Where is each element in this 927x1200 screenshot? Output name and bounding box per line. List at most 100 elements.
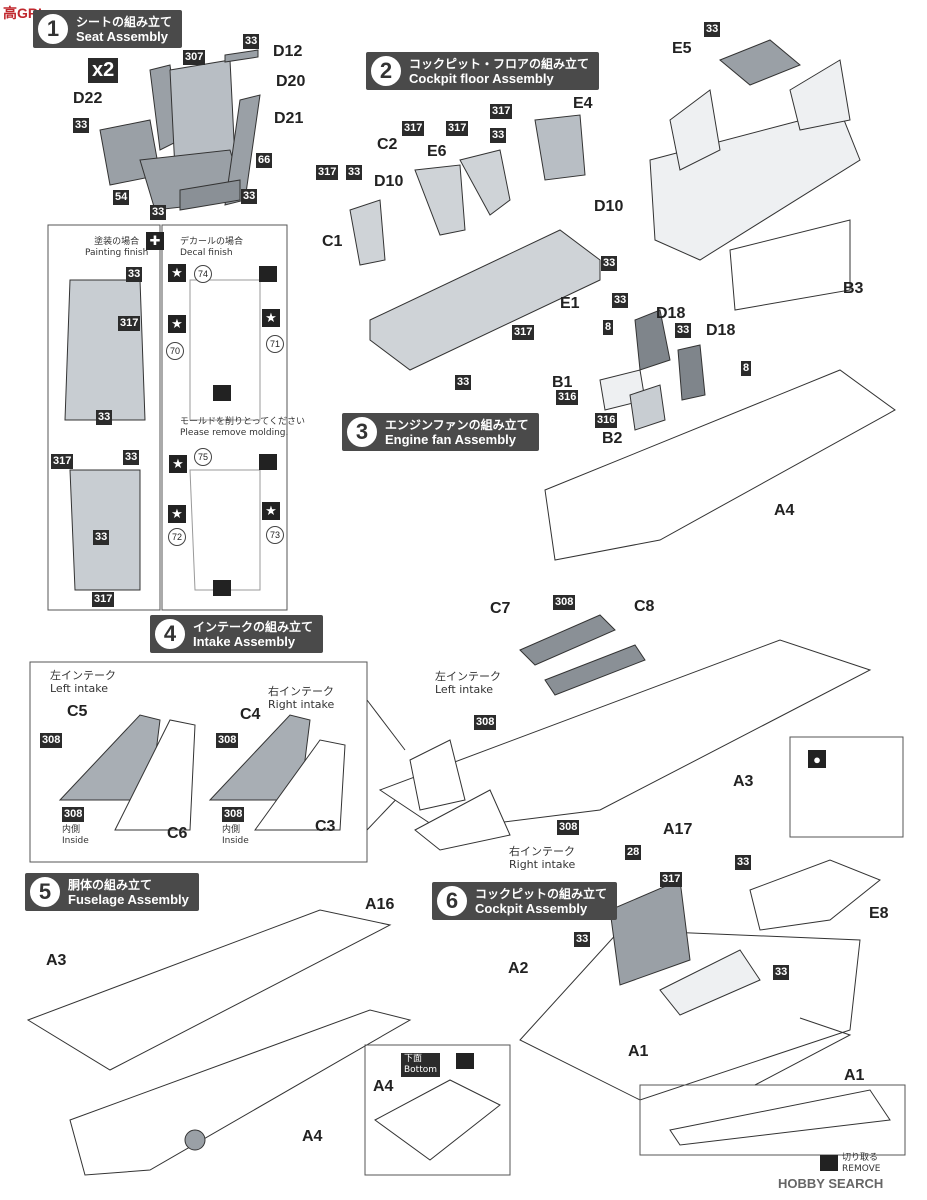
color-tag: 33	[704, 22, 721, 37]
step-title-en: Engine fan Assembly	[385, 431, 516, 447]
part-label-d18: D18	[706, 322, 736, 339]
stripe-decal-icon	[259, 454, 277, 470]
color-tag: 33	[243, 34, 260, 49]
color-tag: 33	[490, 128, 507, 143]
color-tag: 8	[603, 320, 614, 335]
decal-number: 71	[266, 335, 284, 353]
step-number: 2	[369, 54, 403, 88]
color-tag: 308	[40, 733, 63, 748]
detail-reference-icon: ●	[808, 750, 826, 768]
remove-en: REMOVE	[842, 1164, 881, 1174]
paint-legend-en: Painting finish	[85, 248, 149, 258]
remove-note-jp: モールドを削りとってください	[180, 417, 306, 427]
color-tag: 33	[675, 323, 692, 338]
part-label-e8: E8	[869, 905, 889, 922]
part-label-c5: C5	[67, 703, 88, 720]
part-label-c7: C7	[490, 600, 511, 617]
right-intake-en: Right intake	[509, 858, 576, 871]
inside-jp: 内側	[222, 825, 241, 835]
color-tag: 33	[93, 530, 110, 545]
part-label-d10: D10	[594, 198, 624, 215]
remove-icon	[820, 1155, 838, 1171]
bottom-jp: 下面	[404, 1054, 423, 1064]
part-label-a4: A4	[373, 1078, 394, 1095]
color-tag: 317	[490, 104, 513, 119]
star-decal-icon: ★	[262, 309, 280, 327]
seat-multiplier: x2	[88, 58, 119, 83]
decal-number: 70	[166, 342, 184, 360]
inside-en: Inside	[222, 836, 249, 846]
decal-number: 74	[194, 265, 212, 283]
star-decal-icon: ★	[168, 264, 186, 282]
part-label-c1: C1	[322, 233, 343, 250]
part-label-e5: E5	[672, 40, 692, 57]
part-label-a3: A3	[46, 952, 67, 969]
color-tag: 308	[557, 820, 580, 835]
part-label-d18: D18	[656, 305, 686, 322]
color-tag: 316	[595, 413, 618, 428]
color-tag: 33	[73, 118, 90, 133]
stripe-decal-icon	[259, 266, 277, 282]
step-title-jp: コックピット・フロアの組み立て	[409, 56, 590, 71]
step-title-jp: インテークの組み立て	[193, 619, 314, 634]
color-tag: 33	[96, 410, 113, 425]
color-tag: 33	[773, 965, 790, 980]
color-tag: 308	[222, 807, 245, 822]
inside-jp: 内側	[62, 825, 81, 835]
color-tag: 316	[556, 390, 579, 405]
left-intake-jp: 左インテーク	[435, 670, 501, 683]
part-label-e4: E4	[573, 95, 593, 112]
watermark-brand: HOBBY	[778, 1176, 825, 1191]
color-tag: 317	[118, 316, 141, 331]
watermark: HOBBY SEARCH	[778, 1176, 883, 1191]
part-label-a17: A17	[663, 821, 693, 838]
step-title-jp: エンジンファンの組み立て	[385, 417, 529, 432]
step-title-jp: シートの組み立て	[76, 14, 173, 29]
star-decal-icon: ★	[168, 315, 186, 333]
step-title-jp: コックピットの組み立て	[475, 886, 608, 901]
decal-number: 75	[194, 448, 212, 466]
remove-note-en: Please remove molding.	[180, 428, 289, 438]
step-title-en: Intake Assembly	[193, 633, 296, 649]
part-label-b2: B2	[602, 430, 623, 447]
part-label-b1: B1	[552, 374, 573, 391]
step-number: 4	[153, 617, 187, 651]
color-tag: 317	[51, 454, 74, 469]
step-title-en: Cockpit Assembly	[475, 900, 588, 916]
watermark-suffix: SEARCH	[828, 1176, 884, 1191]
color-tag: 33	[601, 256, 618, 271]
color-tag: 308	[216, 733, 239, 748]
part-label-d10: D10	[374, 173, 404, 190]
right-intake-en: Right intake	[268, 698, 335, 711]
part-label-c2: C2	[377, 136, 398, 153]
color-tag: 307	[183, 50, 206, 65]
color-tag: 33	[346, 165, 363, 180]
decal-number: 72	[168, 528, 186, 546]
right-intake-jp: 右インテーク	[509, 845, 575, 858]
color-tag: 66	[256, 153, 273, 168]
star-decal-icon: ★	[169, 455, 187, 473]
part-label-a4: A4	[302, 1128, 323, 1145]
bottom-view-icon	[456, 1053, 474, 1069]
decal-number: 73	[266, 526, 284, 544]
color-tag: 317	[446, 121, 469, 136]
bottom-en: Bottom	[404, 1065, 438, 1075]
part-label-d12: D12	[273, 43, 303, 60]
paint-legend-jp: 塗装の場合	[94, 237, 140, 247]
color-tag: 317	[402, 121, 425, 136]
color-tag: 33	[150, 205, 167, 220]
part-label-d21: D21	[274, 110, 304, 127]
color-tag: 8	[741, 361, 752, 376]
part-label-a1: A1	[844, 1067, 865, 1084]
